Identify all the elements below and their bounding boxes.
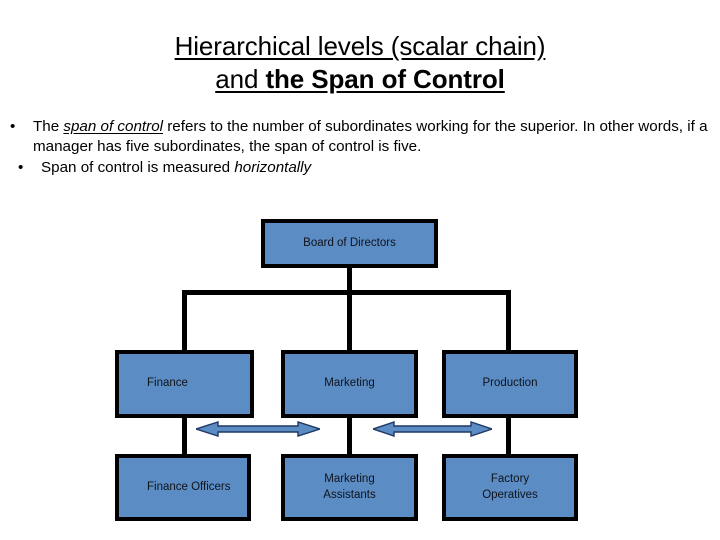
org-node-finance[interactable]: Finance (115, 350, 254, 418)
org-node-label: Finance (147, 377, 188, 390)
org-node-label-line-2: Assistants (323, 488, 376, 501)
connector-production-to-operatives (506, 416, 511, 456)
title-line-2: and the Span of Control (0, 63, 720, 96)
title-line-2-prefix: and (215, 64, 266, 95)
page-title: Hierarchical levels (scalar chain) and t… (0, 30, 720, 97)
org-node-marketing-assistants[interactable]: Marketing Assistants (281, 454, 418, 521)
title-line-2-strong: the Span of Control (265, 64, 505, 95)
title-line-1: Hierarchical levels (scalar chain) (174, 31, 546, 61)
list-item: • Span of control is measured horizontall… (0, 158, 720, 178)
connector-bus-to-marketing (347, 290, 352, 352)
connector-bus-to-production (506, 290, 511, 352)
span-arrow-right (370, 419, 495, 439)
bullet-1-segment-1: The (33, 118, 64, 135)
connector-marketing-to-assistants (347, 416, 352, 456)
bullet-1-segment-2-emphasis: span of control (63, 118, 164, 135)
connector-horizontal-bus (182, 290, 511, 295)
bullet-marker: • (18, 158, 24, 176)
org-node-label: Marketing (324, 377, 375, 390)
org-node-label: Finance Officers (147, 480, 231, 493)
span-arrow-left (193, 419, 323, 439)
org-node-label-line-2: Operatives (482, 488, 538, 501)
list-item: • The span of control refers to the numbe… (0, 117, 720, 157)
connector-board-to-bus (347, 267, 352, 295)
connector-finance-to-officers (182, 416, 187, 456)
org-node-production[interactable]: Production (442, 350, 578, 418)
org-node-marketing[interactable]: Marketing (281, 350, 418, 418)
bullet-marker: • (10, 118, 16, 135)
org-node-label-line-1: Marketing (324, 472, 375, 485)
org-node-label-line-1: Factory (490, 472, 530, 485)
org-node-finance-officers[interactable]: Finance Officers (115, 454, 251, 521)
org-node-label: Board of Directors (303, 236, 396, 249)
double-headed-arrow-icon (193, 421, 323, 437)
bullet-2-segment-2-emphasis: horizontally (234, 158, 312, 176)
connector-bus-to-finance (182, 290, 187, 352)
org-node-label: Factory Operatives (482, 472, 538, 503)
bullet-1-segment-3: refers to the number of subordinates wor… (33, 118, 708, 155)
org-node-board-of-directors[interactable]: Board of Directors (261, 219, 438, 268)
org-node-label: Production (482, 377, 538, 390)
bullet-list: • The span of control refers to the numbe… (0, 117, 720, 177)
double-headed-arrow-icon (370, 421, 495, 437)
org-node-label: Marketing Assistants (323, 472, 375, 503)
org-node-factory-operatives[interactable]: Factory Operatives (442, 454, 578, 521)
bullet-2-segment-1: Span of control is measured (41, 158, 235, 176)
